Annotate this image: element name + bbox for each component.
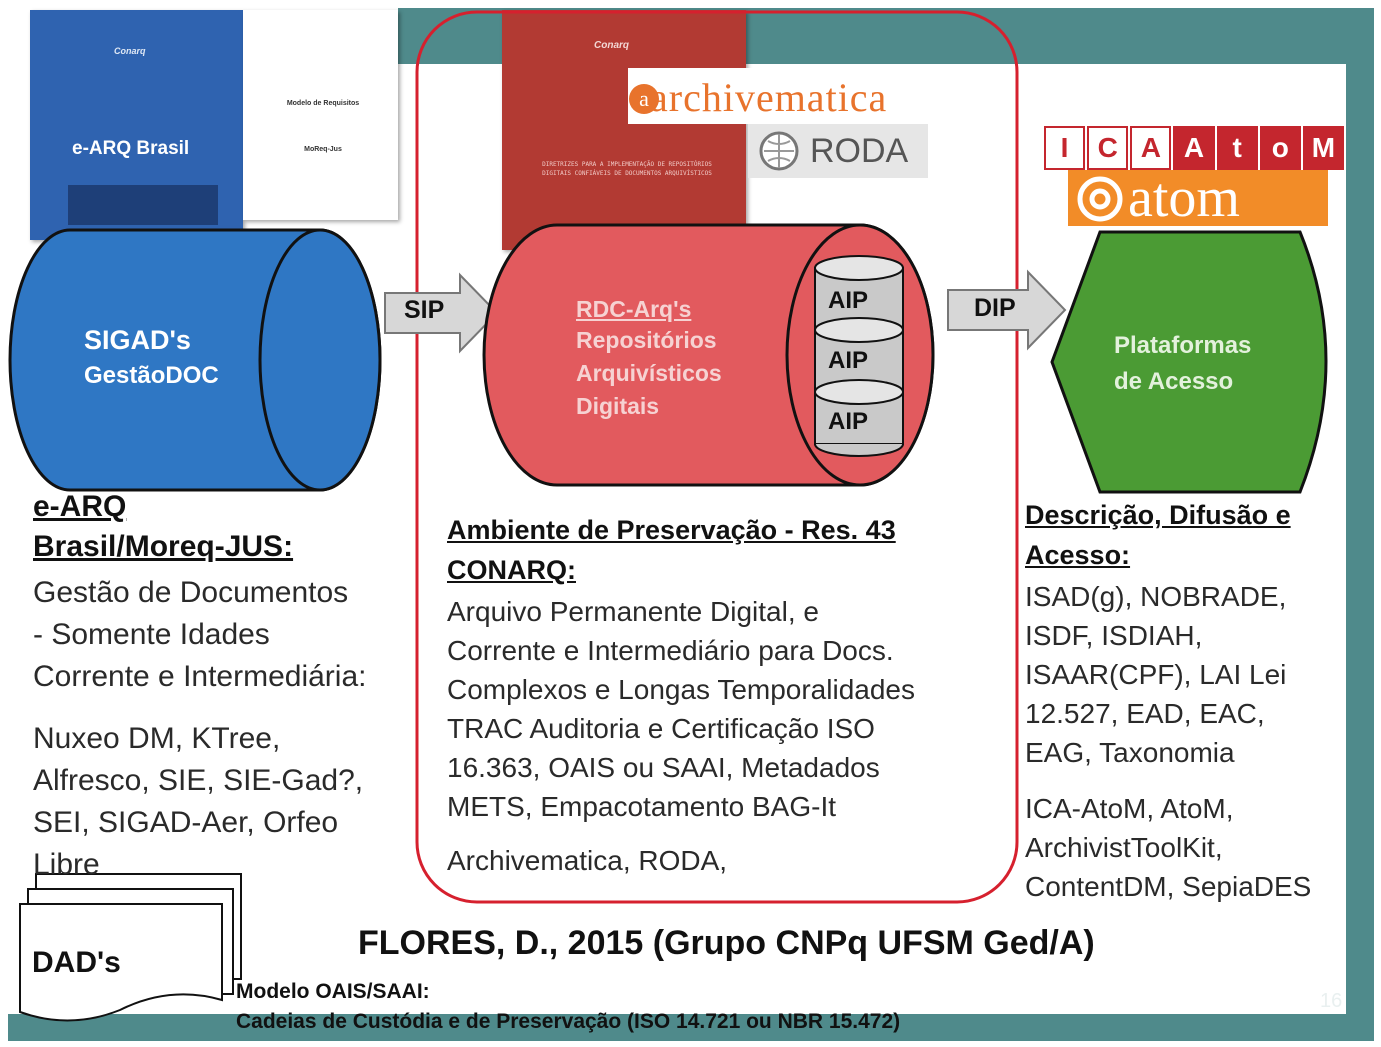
icaatom-logo: I C A A t o M xyxy=(1044,126,1344,170)
conarq-guidelines-cover: Conarq DIRETRIZES PARA A IMPLEMENTAÇÃO D… xyxy=(502,10,746,250)
moreq-cover-subtitle: MoReq-Jus xyxy=(304,146,342,153)
citation: FLORES, D., 2015 (Grupo CNPq UFSM Ged/A) xyxy=(358,924,1095,962)
right-title-line1: Descrição, Difusão e xyxy=(1025,500,1291,530)
model-description: Cadeias de Custódia e de Preservação (IS… xyxy=(236,1010,901,1033)
aip-label-2: AIP xyxy=(828,347,869,374)
icaatom-letter: M xyxy=(1302,126,1344,170)
sigad-label: SIGAD's xyxy=(84,325,191,355)
archivematica-logo-mark: a xyxy=(629,84,659,114)
right-body: ISAD(g), NOBRADE, ISDF, ISDIAH, ISAAR(CP… xyxy=(1025,577,1286,772)
aip-label-3: AIP xyxy=(828,408,869,435)
left-tools-line: SEI, SIGAD-Aer, Orfeo xyxy=(33,806,339,839)
left-tools-line: Libre xyxy=(33,848,100,881)
model-title: Modelo OAIS/SAAI: xyxy=(236,980,430,1003)
earq-brasil-cover: Conarq e-ARQ Brasil xyxy=(30,10,243,240)
icaatom-letter: A xyxy=(1173,126,1215,170)
icaatom-letter: A xyxy=(1130,126,1172,170)
icaatom-letter: t xyxy=(1216,126,1258,170)
access-platforms-shape xyxy=(1050,230,1328,494)
right-tools-line: ContentDM, SepiaDES xyxy=(1025,871,1312,902)
digitais-label: Digitais xyxy=(576,393,660,419)
right-body-line: ISDF, ISDIAH, xyxy=(1025,620,1203,651)
dads-label: DAD's xyxy=(32,946,121,979)
center-body-line: METS, Empacotamento BAG-It xyxy=(447,791,837,822)
icaatom-letter: C xyxy=(1087,126,1129,170)
center-body: Arquivo Permanente Digital, e Corrente e… xyxy=(447,592,915,826)
left-body-line: - Somente Idades xyxy=(33,618,270,651)
platforms-label: Plataformas xyxy=(1114,332,1252,359)
right-title-line2: Acesso: xyxy=(1025,540,1131,570)
dip-label: DIP xyxy=(974,294,1016,322)
conarq-cover-brand: Conarq xyxy=(594,40,629,51)
atom-at-icon xyxy=(1077,176,1123,222)
sip-label: SIP xyxy=(404,296,445,324)
moreq-cover-title: Modelo de Requisitos xyxy=(286,100,360,107)
right-body-line: 12.527, EAD, EAC, xyxy=(1025,698,1265,729)
archivematica-wordmark: archivematica xyxy=(650,75,888,120)
sigad-cylinder xyxy=(8,228,382,492)
left-body-line: Corrente e Intermediária: xyxy=(33,660,367,693)
center-tools: Archivematica, RODA, xyxy=(447,845,728,876)
atom-logo: atom xyxy=(1068,167,1328,229)
repositorios-label: Repositórios xyxy=(576,327,717,353)
earq-cover-brand: Conarq xyxy=(114,46,146,56)
right-tools-line: ICA-AtoM, AtoM, xyxy=(1025,793,1234,824)
rdc-arq-label: RDC-Arq's xyxy=(576,296,692,322)
left-body: Gestão de Documentos - Somente Idades Co… xyxy=(33,572,367,698)
left-tools: Nuxeo DM, KTree, Alfresco, SIE, SIE-Gad?… xyxy=(33,718,363,886)
center-body-line: TRAC Auditoria e Certificação ISO xyxy=(447,713,875,744)
icaatom-letter: I xyxy=(1044,126,1086,170)
roda-wordmark: RODA xyxy=(810,132,909,170)
icaatom-letter: o xyxy=(1259,126,1301,170)
gestaodoc-label: GestãoDOC xyxy=(84,362,219,389)
center-title-line2: CONARQ: xyxy=(447,555,576,585)
right-body-line: ISAAR(CPF), LAI Lei xyxy=(1025,659,1287,690)
left-title-line1: e-ARQ xyxy=(33,490,127,523)
preservation-environment-frame xyxy=(415,10,1019,904)
center-body-line: Complexos e Longas Temporalidades xyxy=(447,674,915,705)
earq-cover-title: e-ARQ Brasil xyxy=(72,138,190,159)
aip-label-1: AIP xyxy=(828,287,869,314)
aip-stack xyxy=(814,255,904,457)
archivematica-logo: a archivematica xyxy=(628,68,978,124)
right-body-line: ISAD(g), NOBRADE, xyxy=(1025,581,1287,612)
sip-arrow xyxy=(384,272,499,354)
center-body-line: 16.363, OAIS ou SAAI, Metadados xyxy=(447,752,880,783)
center-title-line1: Ambiente de Preservação - Res. 43 xyxy=(447,515,896,545)
conarq-cover-text: DIRETRIZES PARA A IMPLEMENTAÇÃO DE REPOS… xyxy=(542,161,712,177)
moreq-jus-cover: Modelo de Requisitos MoReq-Jus xyxy=(243,10,398,220)
left-title-line2: Brasil/Moreq-JUS: xyxy=(33,530,294,563)
roda-logo: RODA xyxy=(748,124,928,178)
left-body-line: Gestão de Documentos xyxy=(33,576,349,609)
dads-document-stack xyxy=(19,873,242,1022)
right-tools-line: ArchivistToolKit, xyxy=(1025,832,1223,863)
left-tools-line: Nuxeo DM, KTree, xyxy=(33,722,281,755)
right-body-line: EAG, Taxonomia xyxy=(1025,737,1235,768)
svg-text:a: a xyxy=(639,86,649,111)
roda-globe-icon xyxy=(759,131,799,171)
atom-wordmark: atom xyxy=(1128,167,1240,229)
arquivisticos-label: Arquivísticos xyxy=(576,360,722,386)
earq-cover-band xyxy=(68,185,218,225)
right-tools: ICA-AtoM, AtoM, ArchivistToolKit, Conten… xyxy=(1025,789,1311,906)
dip-arrow xyxy=(947,269,1067,351)
center-body-line: Corrente e Intermediário para Docs. xyxy=(447,635,894,666)
access-label: de Acesso xyxy=(1114,368,1234,395)
page-number: 16 xyxy=(1320,990,1343,1012)
left-tools-line: Alfresco, SIE, SIE-Gad?, xyxy=(33,764,364,797)
center-body-line: Arquivo Permanente Digital, e xyxy=(447,596,819,627)
